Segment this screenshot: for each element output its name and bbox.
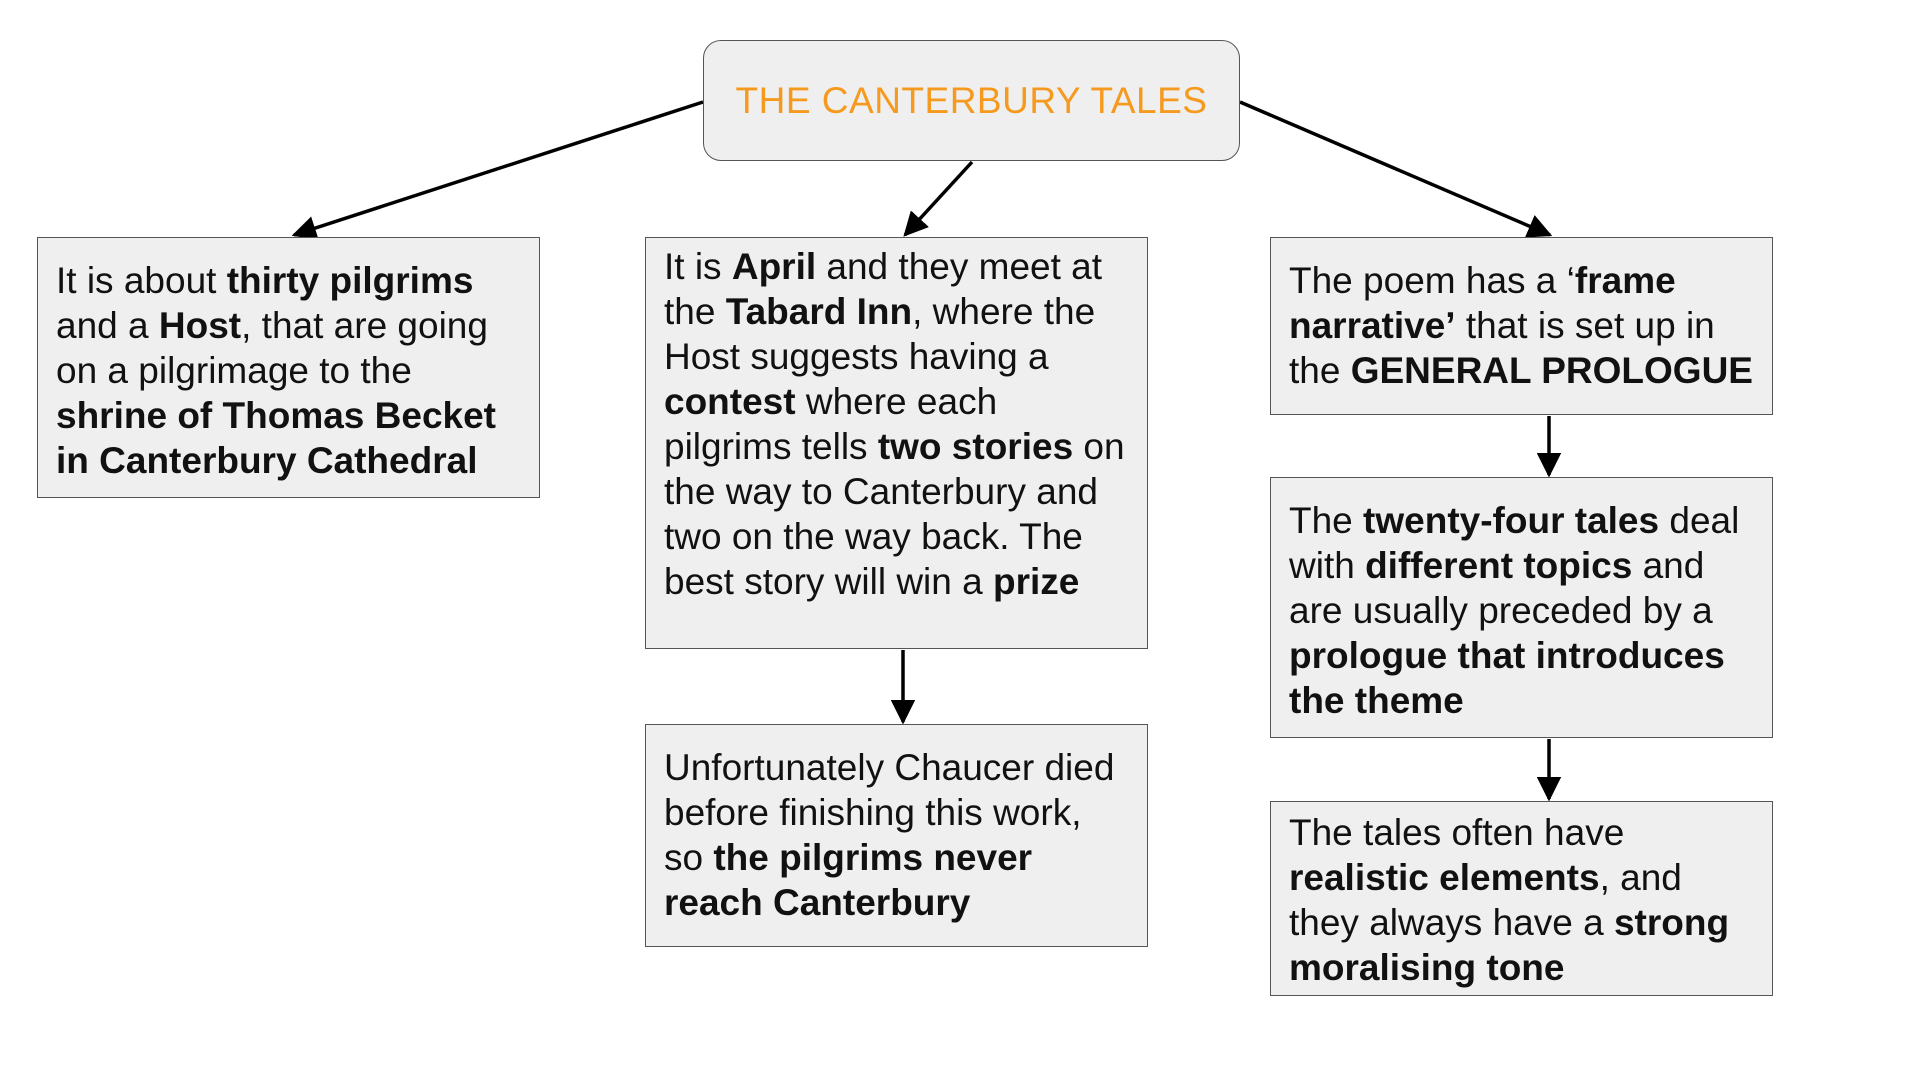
text: , that are going on a pilgrimage to the bbox=[56, 305, 488, 391]
node-chaucer-death: Unfortunately Chaucer died before finish… bbox=[645, 724, 1148, 947]
bold-text: Host bbox=[158, 305, 242, 346]
node-contest: It is April and they meet at the Tabard … bbox=[645, 237, 1148, 649]
text: It is about bbox=[56, 260, 227, 301]
bold-text: frame narrative’ bbox=[1289, 260, 1676, 346]
text: and are usually preceded by a bbox=[1289, 545, 1713, 631]
text: deal with bbox=[1289, 500, 1740, 586]
bold-text: GENERAL PROLOGUE bbox=[1350, 350, 1753, 391]
node-pilgrims: It is about thirty pilgrims and a Host, … bbox=[37, 237, 540, 498]
bold-text: strong moralising tone bbox=[1289, 902, 1730, 988]
text: , and they always have a bbox=[1289, 857, 1682, 943]
text: The poem has a ‘ bbox=[1289, 260, 1575, 301]
arrow-title-to-contest bbox=[903, 160, 974, 237]
bold-text: shrine of Thomas Becket in Canterbury Ca… bbox=[56, 395, 497, 481]
text: Unfortunately Chaucer died before finish… bbox=[664, 747, 1115, 878]
bold-text: Tabard Inn bbox=[725, 291, 913, 332]
text: on the way to Canterbury and two on the … bbox=[664, 426, 1125, 602]
bold-text: the pilgrims never reach Canterbury bbox=[664, 837, 1033, 923]
node-moralising-tone: The tales often have realistic elements,… bbox=[1270, 801, 1773, 996]
title-text: THE CANTERBURY TALES bbox=[735, 80, 1208, 121]
title-node: THE CANTERBURY TALES bbox=[703, 40, 1240, 161]
bold-text: contest bbox=[664, 381, 796, 422]
bold-text: realistic elements bbox=[1289, 857, 1600, 898]
bold-text: prize bbox=[993, 561, 1080, 602]
text: that is set up in the bbox=[1289, 305, 1715, 391]
text: where each pilgrims tells bbox=[664, 381, 998, 467]
bold-text: prologue that introduces the theme bbox=[1289, 635, 1725, 721]
node-twenty-four-tales: The twenty-four tales deal with differen… bbox=[1270, 477, 1773, 738]
node-frame-narrative: The poem has a ‘frame narrative’ that is… bbox=[1270, 237, 1773, 415]
text: and a bbox=[56, 305, 159, 346]
bold-text: thirty pilgrims bbox=[226, 260, 474, 301]
text: and they meet at the bbox=[664, 246, 1103, 332]
text: It is bbox=[664, 246, 732, 287]
bold-text: two stories bbox=[877, 426, 1074, 467]
text: The bbox=[1289, 500, 1364, 541]
bold-text: April bbox=[731, 246, 817, 287]
bold-text: different topics bbox=[1365, 545, 1633, 586]
text: The tales often have bbox=[1289, 812, 1625, 853]
text: , where the Host suggests having a bbox=[664, 291, 1096, 377]
bold-text: twenty-four tales bbox=[1363, 500, 1660, 541]
arrow-title-to-frame bbox=[1239, 100, 1553, 238]
arrow-title-to-pilgrims bbox=[291, 100, 704, 240]
